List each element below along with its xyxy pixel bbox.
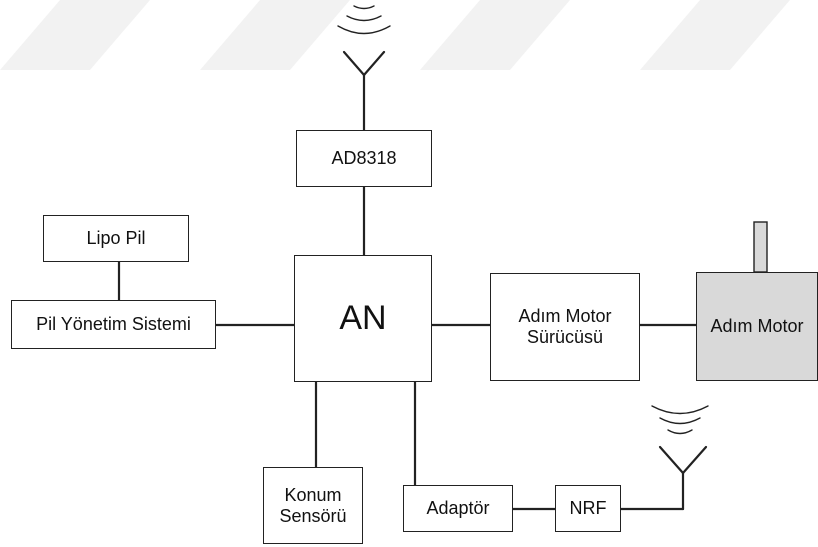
adaptor-block: Adaptör	[403, 485, 513, 532]
adim-motor-surucusu-block: Adım Motor Sürücüsü	[490, 273, 640, 381]
adim-motor-block: Adım Motor	[696, 272, 818, 381]
connectors	[117, 185, 698, 511]
nrf-wireless-signal-icon	[651, 405, 709, 435]
pil-yonetim-sistemi-label: Pil Yönetim Sistemi	[36, 314, 191, 334]
top-wireless-signal-icon	[337, 5, 391, 35]
ad8318-label: AD8318	[331, 148, 397, 168]
konum-sensoru-label-line2: Sensörü	[279, 505, 347, 526]
an-block: AN	[294, 255, 432, 382]
nrf-antenna-icon	[658, 445, 708, 507]
adim-motor-surucusu-label-line1: Adım Motor	[518, 306, 612, 326]
an-label: AN	[339, 299, 387, 337]
lipo-pil-block: Lipo Pil	[43, 215, 189, 262]
pil-yonetim-sistemi-block: Pil Yönetim Sistemi	[11, 300, 216, 349]
top-antenna-icon	[342, 50, 386, 132]
background-watermark	[0, 0, 790, 70]
konum-sensoru-label-line1: Konum	[284, 484, 342, 505]
lipo-pil-label: Lipo Pil	[86, 228, 146, 248]
adaptor-label: Adaptör	[426, 498, 490, 518]
konum-sensoru-block: Konum Sensörü	[263, 467, 363, 544]
nrf-label: NRF	[569, 498, 607, 518]
adim-motor-label: Adım Motor	[710, 316, 804, 336]
nrf-block: NRF	[555, 485, 621, 532]
adim-motor-surucusu-label-line2: Sürücüsü	[526, 327, 604, 347]
ad8318-block: AD8318	[296, 130, 432, 187]
motor-shaft-icon	[753, 221, 768, 273]
